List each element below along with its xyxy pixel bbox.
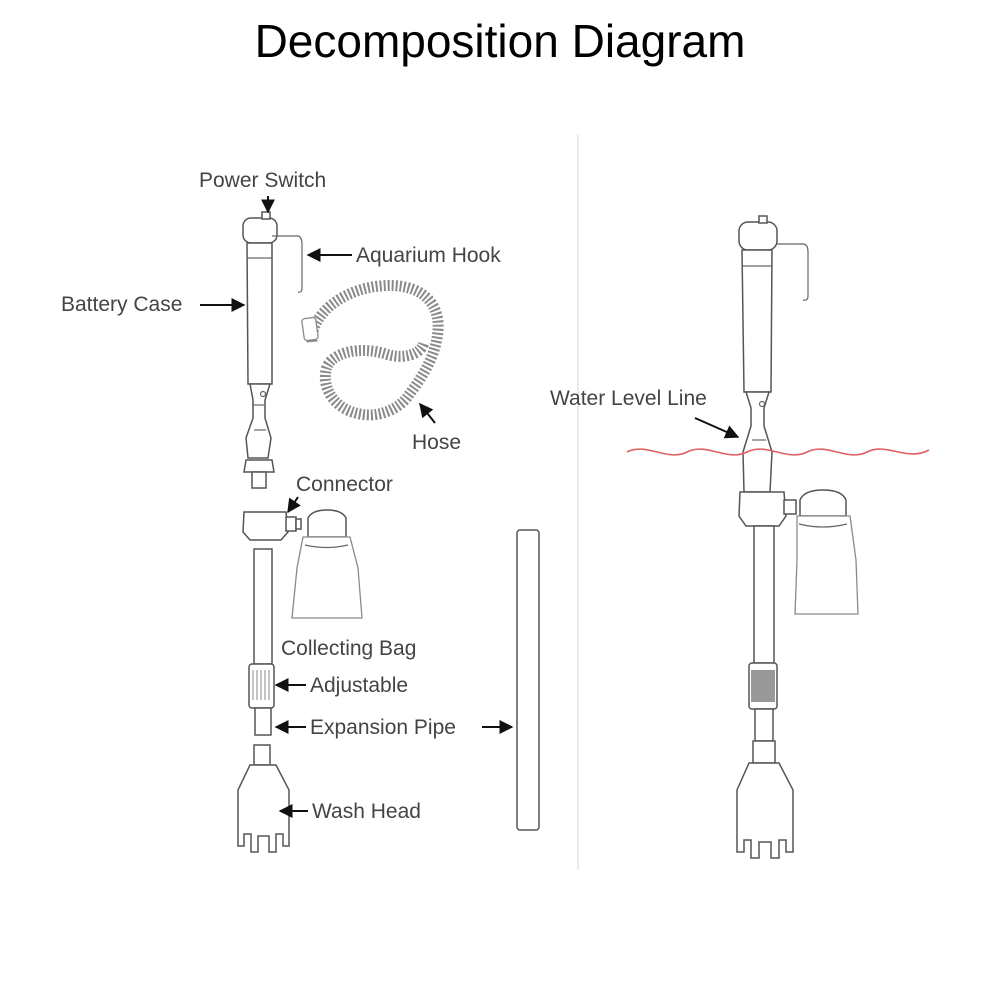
- lower-tube-part: [254, 707, 272, 736]
- water-level-wave: [626, 448, 930, 456]
- aquarium-hook-part: [272, 235, 303, 293]
- label-water-level-line: Water Level Line: [550, 387, 707, 410]
- adjustable-ring-part: [248, 663, 275, 709]
- label-collecting-bag: Collecting Bag: [281, 637, 416, 660]
- upper-tube-part: [253, 548, 273, 665]
- label-connector: Connector: [296, 473, 393, 496]
- label-battery-case: Battery Case: [61, 293, 182, 316]
- label-power-switch: Power Switch: [199, 169, 326, 192]
- connector-part: [242, 511, 302, 541]
- hose-part: [301, 280, 444, 421]
- label-wash-head: Wash Head: [312, 800, 421, 823]
- assembled-cleaner: [736, 215, 859, 859]
- label-adjustable: Adjustable: [310, 674, 408, 697]
- arrow-hose: [419, 402, 436, 424]
- arrow-connector: [287, 496, 301, 514]
- diagram-title: Decomposition Diagram: [254, 15, 746, 67]
- collecting-bag-part: [291, 509, 363, 619]
- wash-head-part: [237, 744, 290, 853]
- battery-case-part: [242, 211, 278, 489]
- label-expansion-pipe: Expansion Pipe: [310, 716, 456, 739]
- arrow-water-level-line: [694, 417, 740, 439]
- label-hose: Hose: [412, 431, 461, 454]
- label-aquarium-hook: Aquarium Hook: [356, 244, 501, 267]
- expansion-pipe-part: [516, 529, 540, 831]
